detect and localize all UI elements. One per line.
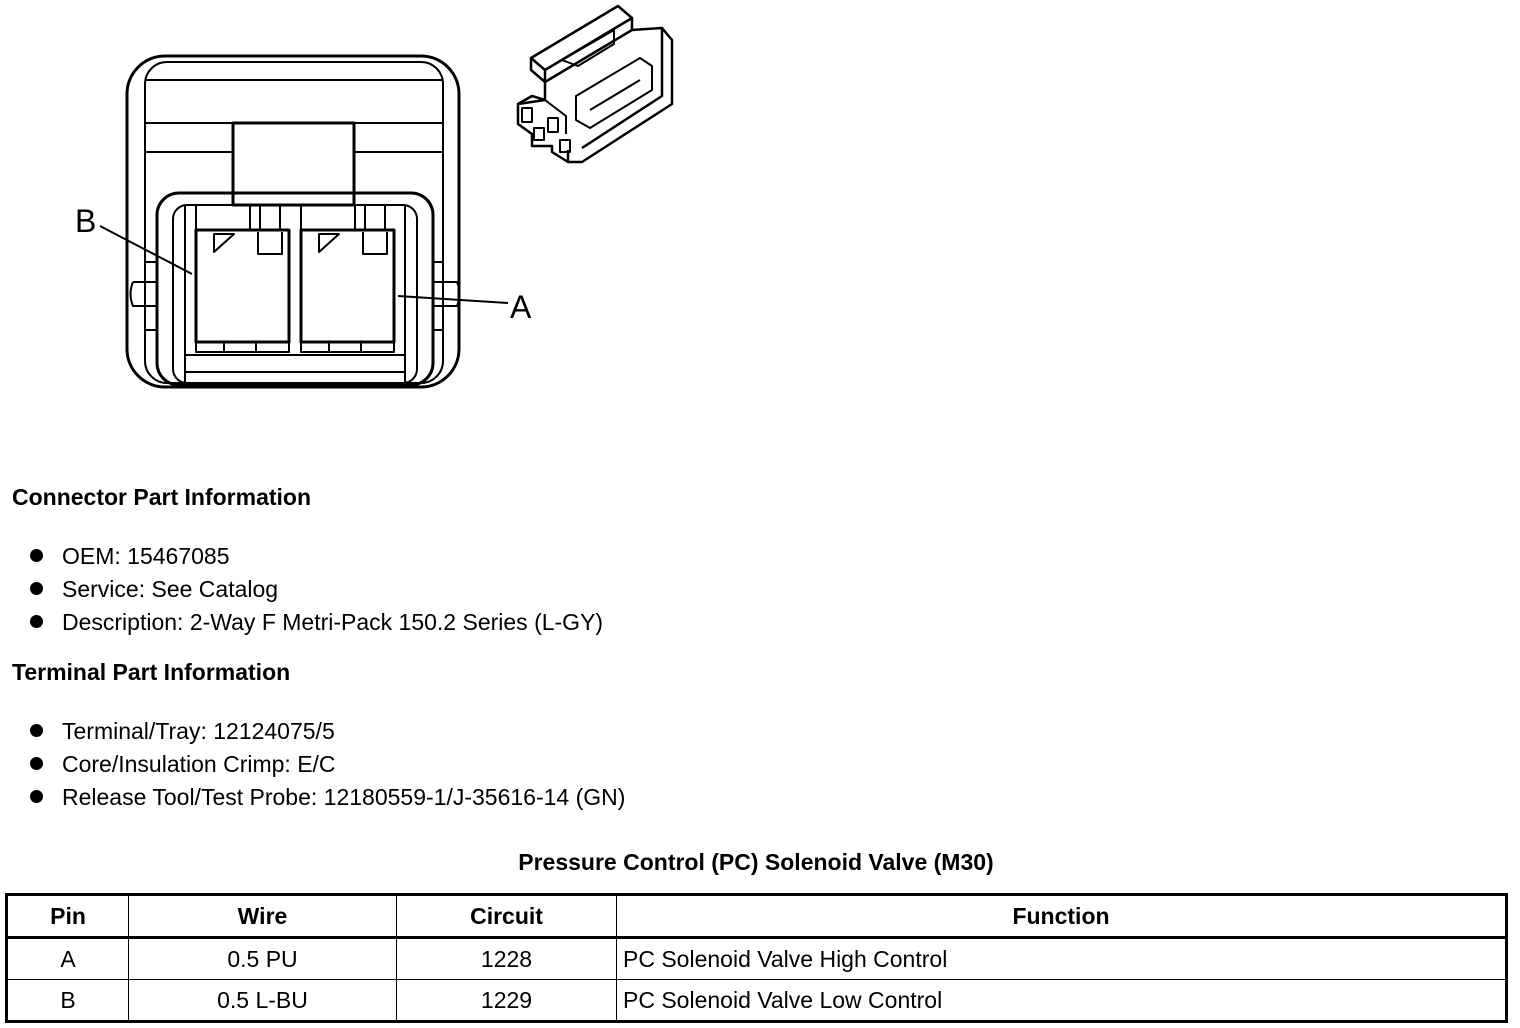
list-item-text: Description: 2-Way F Metri-Pack 150.2 Se… [62, 608, 604, 635]
cell-function: PC Solenoid Valve High Control [616, 937, 1507, 980]
bullet-icon [30, 757, 43, 770]
list-item-text: OEM: 15467085 [62, 542, 230, 569]
bullet-icon [30, 790, 43, 803]
terminal-info-heading: Terminal Part Information [12, 659, 291, 685]
cell-wire: 0.5 PU [128, 937, 397, 980]
cell-pin: A [6, 937, 129, 980]
bullet-icon [30, 615, 43, 628]
list-item: Release Tool/Test Probe: 12180559-1/J-35… [30, 780, 625, 813]
column-header-function: Function [616, 894, 1507, 939]
bullet-icon [30, 582, 43, 595]
column-header-pin: Pin [6, 894, 129, 939]
table-title: Pressure Control (PC) Solenoid Valve (M3… [518, 849, 994, 875]
terminal-info-list: Terminal/Tray: 12124075/5 Core/Insulatio… [30, 714, 625, 813]
column-header-circuit: Circuit [396, 894, 617, 939]
list-item-text: Service: See Catalog [62, 575, 279, 602]
list-item-text: Release Tool/Test Probe: 12180559-1/J-35… [62, 783, 626, 810]
cell-pin: B [6, 979, 129, 1022]
bullet-icon [30, 724, 43, 737]
cell-function: PC Solenoid Valve Low Control [616, 979, 1507, 1022]
column-header-wire: Wire [128, 894, 397, 939]
cell-circuit: 1228 [396, 937, 617, 980]
bullet-icon [30, 549, 43, 562]
cavity-a [299, 206, 396, 353]
list-item: OEM: 15467085 [30, 539, 603, 572]
cavity-b [194, 206, 291, 353]
connector-housing [125, 54, 461, 389]
callout-b: B [75, 203, 96, 239]
leader-line-a [397, 295, 509, 304]
list-item: Terminal/Tray: 12124075/5 [30, 714, 625, 747]
table-header-row: Pin Wire Circuit Function [6, 894, 1507, 939]
connector-diagram: B A [75, 4, 674, 389]
table-row: B 0.5 L-BU 1229 PC Solenoid Valve Low Co… [6, 979, 1507, 1022]
callout-a: A [510, 289, 532, 325]
connector-info-heading: Connector Part Information [12, 484, 312, 510]
list-item: Core/Insulation Crimp: E/C [30, 747, 625, 780]
list-item: Service: See Catalog [30, 572, 603, 605]
table-row: A 0.5 PU 1228 PC Solenoid Valve High Con… [6, 937, 1507, 980]
pinout-table: Pin Wire Circuit Function A 0.5 PU 1228 … [5, 893, 1508, 1023]
leader-line-b [99, 225, 193, 275]
cell-circuit: 1229 [396, 979, 617, 1022]
terminal-isometric [516, 4, 674, 164]
cell-wire: 0.5 L-BU [128, 979, 397, 1022]
list-item-text: Terminal/Tray: 12124075/5 [62, 717, 335, 744]
connector-info-list: OEM: 15467085 Service: See Catalog Descr… [30, 539, 603, 638]
list-item: Description: 2-Way F Metri-Pack 150.2 Se… [30, 605, 603, 638]
list-item-text: Core/Insulation Crimp: E/C [62, 750, 336, 777]
